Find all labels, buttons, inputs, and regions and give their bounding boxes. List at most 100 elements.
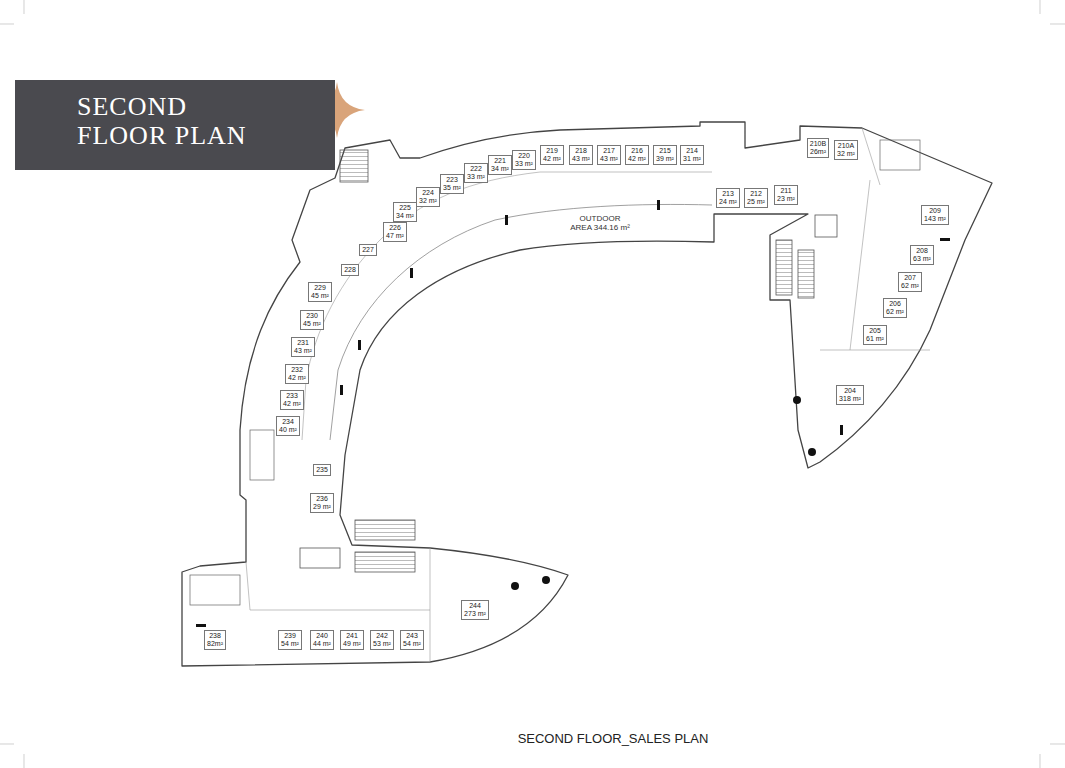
unit-box: 210A32 m² bbox=[834, 140, 858, 159]
unit-area: 43 m² bbox=[294, 347, 312, 355]
unit-box: 23342 m² bbox=[280, 390, 304, 409]
unit-number: 217 bbox=[600, 147, 618, 155]
unit-box: 23242 m² bbox=[285, 364, 309, 383]
title-band: SECOND FLOOR PLAN bbox=[15, 80, 335, 170]
unit-number: 209 bbox=[924, 207, 946, 215]
stair bbox=[340, 150, 368, 182]
unit-number: 241 bbox=[343, 632, 361, 640]
unit-area: 54 m² bbox=[403, 640, 421, 648]
unit-area: 53 m² bbox=[373, 640, 391, 648]
unit-area: 33 m² bbox=[467, 173, 485, 181]
unit-area: 47 m² bbox=[386, 232, 404, 240]
unit-number: OUTDOOR AREA 344.16 m² bbox=[569, 215, 631, 233]
unit-number: 210A bbox=[837, 142, 855, 150]
unit-area: 32 m² bbox=[837, 150, 855, 158]
unit-area: 34 m² bbox=[491, 165, 509, 173]
wall-marks bbox=[196, 200, 950, 627]
unit-number: 227 bbox=[362, 246, 374, 254]
unit-area: 44 m² bbox=[313, 640, 331, 648]
unit-area: 35 m² bbox=[443, 184, 461, 192]
unit-box: 20662 m² bbox=[883, 298, 907, 317]
right-wing-line bbox=[820, 128, 930, 350]
unit-number: 214 bbox=[683, 147, 701, 155]
unit-area: 42 m² bbox=[283, 400, 301, 408]
unit-box: 22033 m² bbox=[512, 150, 536, 169]
unit-area: 34 m² bbox=[396, 212, 414, 220]
unit-area: 23 m² bbox=[777, 195, 795, 203]
unit-area: 143 m² bbox=[924, 215, 946, 223]
unit-box: 210B26m² bbox=[807, 138, 829, 157]
unit-number: 225 bbox=[396, 204, 414, 212]
corridor-line bbox=[330, 204, 712, 440]
unit-number: 219 bbox=[543, 147, 561, 155]
unit-box: 21225 m² bbox=[744, 188, 768, 207]
unit-box: 23440 m² bbox=[276, 416, 300, 435]
unit-area: 29 m² bbox=[313, 503, 331, 511]
unit-box: 23954 m² bbox=[278, 630, 302, 649]
restroom bbox=[190, 575, 240, 605]
unit-box: 21123 m² bbox=[774, 185, 798, 204]
unit-area: 43 m² bbox=[600, 155, 618, 163]
outdoor-area: OUTDOOR AREA 344.16 m² bbox=[567, 214, 633, 234]
unit-box: 23882m² bbox=[204, 630, 226, 649]
unit-number: 220 bbox=[515, 152, 533, 160]
unit-area: 62 m² bbox=[886, 308, 904, 316]
plan-caption: SECOND FLOOR_SALES PLAN bbox=[413, 731, 813, 746]
unit-area: 49 m² bbox=[343, 640, 361, 648]
columns bbox=[511, 396, 816, 590]
unit-box: 21843 m² bbox=[569, 145, 593, 164]
unit-number: 243 bbox=[403, 632, 421, 640]
escalator bbox=[798, 250, 814, 298]
unit-number: 239 bbox=[281, 632, 299, 640]
unit-area: 31 m² bbox=[683, 155, 701, 163]
unit-number: 222 bbox=[467, 165, 485, 173]
unit-box: 22647 m² bbox=[383, 222, 407, 241]
unit-box: 21942 m² bbox=[540, 145, 564, 164]
unit-area: 26m² bbox=[810, 148, 826, 156]
unit-area: 42 m² bbox=[543, 155, 561, 163]
unit-number: 204 bbox=[839, 387, 861, 395]
unit-box: 21431 m² bbox=[680, 145, 704, 164]
unit-number: 233 bbox=[283, 392, 301, 400]
unit-area: 61 m² bbox=[866, 335, 884, 343]
unit-box: 24354 m² bbox=[400, 630, 424, 649]
unit-box: 24253 m² bbox=[370, 630, 394, 649]
unit-number: 216 bbox=[628, 147, 646, 155]
unit-box: 209143 m² bbox=[921, 205, 949, 224]
unit-number: 223 bbox=[443, 176, 461, 184]
unit-box: 22335 m² bbox=[440, 174, 464, 193]
unit-box: 21743 m² bbox=[597, 145, 621, 164]
unit-box: 22534 m² bbox=[393, 202, 417, 221]
unit-area: 62 m² bbox=[901, 282, 919, 290]
unit-number: 210B bbox=[810, 140, 826, 148]
unit-number: 240 bbox=[313, 632, 331, 640]
unit-box: 20863 m² bbox=[910, 245, 934, 264]
unit-number: 238 bbox=[207, 632, 223, 640]
unit-number: 212 bbox=[747, 190, 765, 198]
unit-area: 40 m² bbox=[279, 426, 297, 434]
unit-number: 230 bbox=[303, 312, 321, 320]
unit-number: 218 bbox=[572, 147, 590, 155]
unit-number: 244 bbox=[464, 602, 486, 610]
unit-area: 43 m² bbox=[572, 155, 590, 163]
unit-number: 208 bbox=[913, 247, 931, 255]
unit-number: 207 bbox=[901, 274, 919, 282]
lift bbox=[300, 548, 340, 568]
unit-box: 22134 m² bbox=[488, 155, 512, 174]
unit-number: 221 bbox=[491, 157, 509, 165]
unit-area: 273 m² bbox=[464, 610, 486, 618]
unit-box: 20762 m² bbox=[898, 272, 922, 291]
unit-area: 45 m² bbox=[303, 320, 321, 328]
unit-box: 22233 m² bbox=[464, 163, 488, 182]
unit-area: 318 m² bbox=[839, 395, 861, 403]
escalator bbox=[776, 240, 792, 295]
unit-box: 21324 m² bbox=[716, 188, 740, 207]
plan-title: SECOND FLOOR PLAN bbox=[77, 92, 277, 150]
unit-number: 236 bbox=[313, 495, 331, 503]
unit-area: 25 m² bbox=[747, 198, 765, 206]
unit-box: 21539 m² bbox=[653, 145, 677, 164]
unit-box: 228 bbox=[341, 264, 359, 276]
